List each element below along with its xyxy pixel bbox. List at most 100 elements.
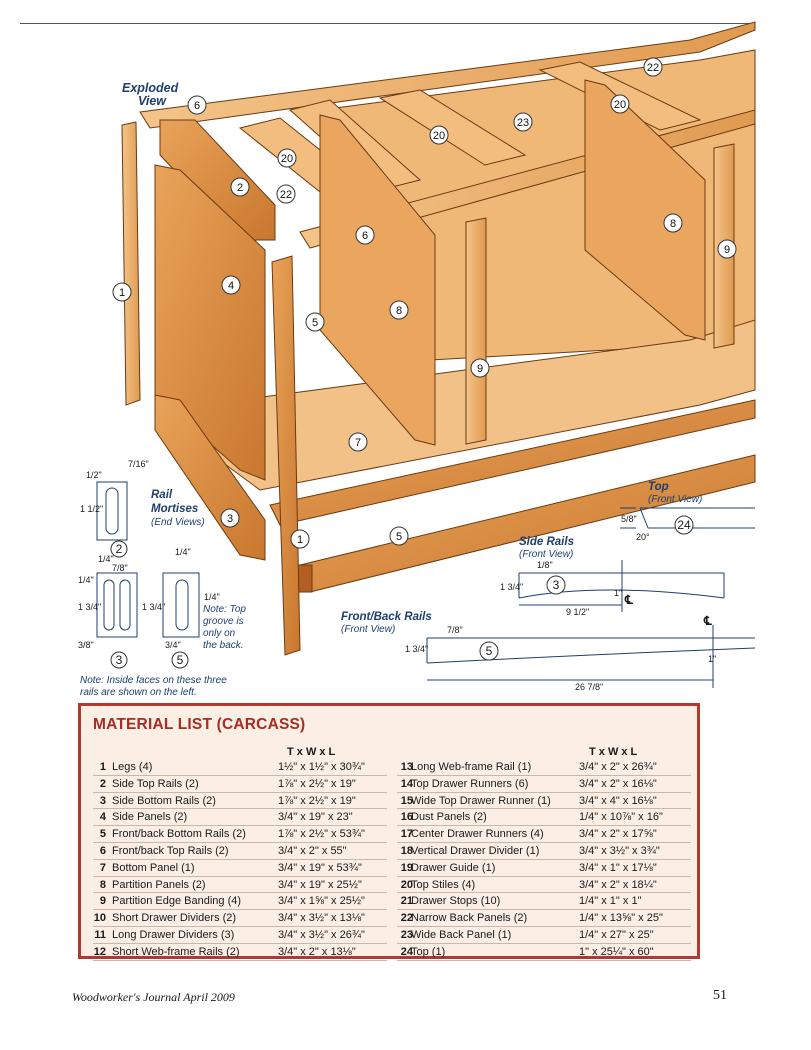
part-name: Top Stiles (4) [411,878,476,891]
column-header: T x W x L [287,746,336,758]
callout-label: 5 [312,317,318,329]
row-divider [397,808,691,810]
front-bottom-rail-upper [269,399,756,526]
groove-note: only on [203,628,236,639]
leg-front [271,255,301,656]
part-dimensions: 1⅞" x 2½" x 19" [278,794,356,807]
part-dimensions: 3/4" x 2" x 16⅛" [579,777,657,790]
rail-mortises-subtitle: (End Views) [151,517,205,528]
part-name: Short Drawer Dividers (2) [112,912,237,925]
mortise-callouts [110,540,189,669]
part-name: Top Drawer Runners (6) [411,777,529,790]
part-number: 7 [99,861,106,874]
edge-banding [465,217,487,445]
part-number: 22 [400,912,413,925]
part-number: 23 [400,928,413,941]
front-rail-part: 5 [486,644,493,658]
dim-label: 1 3/4" [78,602,101,612]
rail-mortises-detail [96,481,200,638]
row-divider [397,925,691,927]
part-number: 3 [99,794,106,807]
part-name: Wide Top Drawer Runner (1) [411,794,551,807]
centerline-mark: ℄ [624,593,633,607]
part-name: Center Drawer Runners (4) [411,828,544,841]
row-divider [93,774,387,776]
front-back-rails-view [426,625,756,688]
part-dimensions: 3/4" x 19" x 23" [278,811,353,824]
part-dimensions: 3/4" x 2" x 18¼" [579,878,657,891]
callout-label: 3 [227,513,233,525]
part-dimensions: 3/4" x 1⅝" x 25½" [278,895,365,908]
row-divider [93,925,387,927]
part-callout [546,575,566,595]
part-dimensions: 3/4" x 3½" x 3¾" [579,844,660,857]
footer-publication: Woodworker's Journal April 2009 [72,990,235,1004]
side-rail-part: 3 [553,578,560,592]
dim-label: 1" [614,588,622,598]
callout-label: 20 [281,153,293,165]
part-name: Side Top Rails (2) [112,777,199,790]
dim-label: 1/4" [98,554,114,564]
part-dimensions: 3/4" x 2" x 26¾" [579,761,657,773]
part-dimensions: 3/4" x 2" x 17⅝" [579,828,657,841]
part-dimensions: 3/4" x 4" x 16⅛" [579,794,657,807]
callout-label: 20 [433,130,445,142]
dim-label: 5/8" [621,514,637,524]
top-front-view [620,507,755,529]
row-divider [397,858,691,860]
part-name: Bottom Panel (1) [112,861,195,874]
part-name: Wide Back Panel (1) [411,928,512,941]
callout-label: 2 [237,182,243,194]
side-top-rail [159,119,276,241]
dim-label: 7/16" [128,459,149,469]
callout-label: 22 [647,62,659,74]
part-name: Dust Panels (2) [411,811,487,824]
part-number: 9 [99,895,106,908]
part-number: 11 [94,928,106,941]
row-divider [93,791,387,793]
callout-numbers: 22 20 6 20 23 2 20 22 8 6 9 1 4 5 8 9 7 … [119,62,730,546]
dim-label: 3/4" [165,640,181,650]
callout-label: 22 [280,189,292,201]
callout-label: 5 [396,531,402,543]
centerline-mark: ℄ [703,614,712,628]
row-divider [93,942,387,944]
rail-mortises-title: Rail [151,489,173,501]
row-divider [397,909,691,911]
callout-label: 7 [355,437,361,449]
dim-label: 1/4" [175,547,191,557]
part-name: Short Web-frame Rails (2) [112,945,240,958]
part-name: Partition Panels (2) [112,878,206,891]
page-number: 51 [713,988,727,1003]
part-dimensions: 3/4" x 2" x 13⅛" [278,945,356,958]
callout-label: 23 [517,117,529,129]
callout-label: 6 [362,230,368,242]
top-rule [20,23,755,24]
part-number: 10 [93,912,106,925]
part-dimensions: 3/4" x 3½" x 26¾" [278,928,365,941]
inside-note: Note: Inside faces on these three [80,675,227,686]
callout-label: 4 [228,280,234,292]
part-dimensions: 1" x 25¼" x 60" [579,945,654,958]
dim-label: 3/8" [78,640,94,650]
row-divider [397,959,691,961]
part-dimensions: 1/4" x 13⅝" x 25" [579,912,663,925]
top-stile [378,89,527,166]
part-dimensions: 3/4" x 2" x 55" [278,844,347,857]
part-number: 20 [400,878,413,891]
